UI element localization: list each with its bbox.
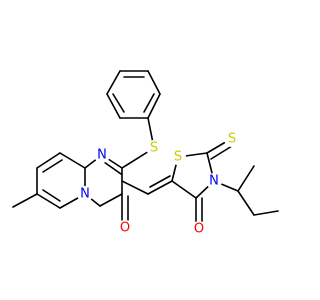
atom-s-ring: S <box>170 149 186 165</box>
bond <box>143 93 155 113</box>
bond <box>112 93 125 113</box>
bond <box>103 161 122 175</box>
bond <box>237 165 255 192</box>
bond <box>121 180 149 195</box>
bond <box>99 193 123 207</box>
atom-n-amide: N <box>206 173 222 189</box>
atom-o-pyrimidinone-label: O <box>120 221 130 236</box>
atom-o-amide: O <box>191 221 207 237</box>
bond <box>147 93 161 119</box>
atom-n-pyrimidine: N <box>94 147 110 163</box>
bond <box>36 193 61 209</box>
bond <box>42 189 61 202</box>
atom-n-bridgehead-label: N <box>80 187 90 202</box>
bond <box>106 93 121 119</box>
atom-o-amide-label: O <box>194 222 204 237</box>
molecule-structure-diagram: N N S O S S N O <box>12 70 279 237</box>
bond <box>42 159 63 173</box>
atom-n-pyrimidine-label: N <box>97 148 107 163</box>
atom-n-amide-label: N <box>209 174 219 189</box>
atom-s-thioether: S <box>146 140 162 156</box>
bond <box>253 210 279 216</box>
atom-o-pyrimidinone: O <box>117 220 133 236</box>
bond <box>149 175 171 188</box>
bond <box>171 180 197 199</box>
atom-s-thione: S <box>224 131 240 147</box>
bond <box>36 152 61 169</box>
bond <box>147 70 161 95</box>
atom-n-bridgehead: N <box>77 186 93 202</box>
bond <box>210 145 233 160</box>
bond <box>106 70 121 95</box>
atom-s-thione-label: S <box>228 132 236 147</box>
atom-label-layer: N N S O S S N O <box>77 131 240 237</box>
atom-s-thioether-label: S <box>150 141 158 156</box>
bond <box>237 190 255 216</box>
atom-s-ring-label: S <box>174 150 182 165</box>
bond <box>59 152 86 169</box>
bond <box>147 180 173 195</box>
bond-layer <box>12 70 279 223</box>
bond <box>12 193 38 208</box>
